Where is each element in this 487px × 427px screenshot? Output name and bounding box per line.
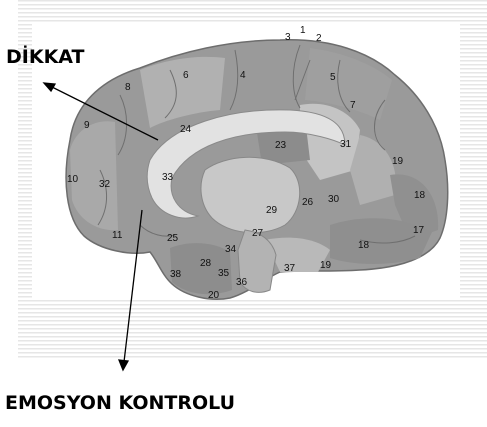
region-number: 9	[84, 120, 90, 131]
region-number: 37	[284, 263, 296, 274]
region-number: 34	[225, 244, 237, 255]
region-number: 6	[183, 70, 189, 81]
region-number: 23	[275, 140, 287, 151]
region-number: 35	[218, 268, 230, 279]
region-number: 19	[320, 260, 332, 271]
region-number: 24	[180, 124, 192, 135]
region-number: 32	[99, 179, 111, 190]
region-number: 31	[340, 139, 352, 150]
region-number: 11	[112, 230, 123, 241]
region-number: 3	[285, 32, 291, 43]
region-number: 4	[240, 70, 246, 81]
region-number: 27	[252, 228, 264, 239]
emotion-control-label: EMOSYON KONTROLU	[5, 392, 235, 414]
region-number: 10	[67, 174, 79, 185]
region-number: 8	[125, 82, 131, 93]
region-number: 5	[330, 72, 336, 83]
region-number: 29	[266, 205, 278, 216]
region-number: 28	[200, 258, 212, 269]
region-number: 2	[316, 33, 322, 44]
region-number: 36	[236, 277, 248, 288]
region-number: 20	[208, 290, 220, 301]
region-number: 7	[350, 100, 356, 111]
region-number: 17	[413, 225, 425, 236]
region-number: 30	[328, 194, 340, 205]
region-number: 18	[414, 190, 426, 201]
region-number: 38	[170, 269, 182, 280]
region-number: 33	[162, 172, 174, 183]
attention-label: DİKKAT	[6, 46, 84, 68]
region-number: 1	[300, 25, 306, 36]
region-number: 25	[167, 233, 179, 244]
emosyon-arrow-head	[119, 360, 128, 370]
region-number: 19	[392, 156, 404, 167]
region-number: 26	[302, 197, 314, 208]
region-number: 18	[358, 240, 370, 251]
